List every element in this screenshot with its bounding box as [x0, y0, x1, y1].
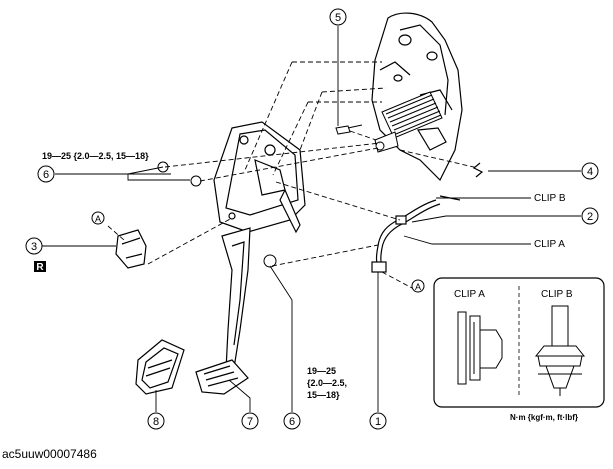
callout-6-lower: 6 [283, 412, 301, 430]
callout-2: 2 [581, 207, 599, 225]
mounting-bolt [335, 124, 363, 135]
clip-b-drawing [534, 305, 586, 396]
r-badge: R [34, 261, 46, 273]
reference-a-upper-text: A [95, 214, 101, 224]
callout-1-number: 1 [375, 416, 381, 428]
clip-detail-inset: CLIP A CLIP B [433, 277, 605, 408]
torque-lower-line3: 15—18} [307, 390, 340, 400]
clutch-switch [115, 229, 147, 269]
callout-7: 7 [241, 412, 259, 430]
callout-4-number: 4 [587, 166, 593, 178]
clip-a-label: CLIP A [534, 239, 565, 250]
reference-a-upper: A [91, 211, 105, 225]
clip-a-drawing [457, 311, 503, 385]
callout-6-lower-number: 6 [289, 416, 295, 428]
reference-a-lower-text: A [415, 282, 421, 292]
torque-lower-line2: {2.0—2.5, [307, 378, 347, 388]
callout-3: 3 [25, 237, 43, 255]
callout-5-number: 5 [335, 12, 341, 24]
pedal-pad [135, 339, 185, 395]
callout-2-number: 2 [587, 211, 593, 223]
firewall-bracket [371, 12, 463, 182]
callout-4: 4 [581, 162, 599, 180]
torque-spec-upper: 19—25 {2.0—2.5, 15—18} [42, 151, 149, 161]
callout-8-number: 8 [153, 416, 159, 428]
callout-5: 5 [329, 8, 347, 26]
reference-a-lower: A [411, 279, 425, 293]
torque-spec-lower: 19—25 {2.0—2.5, 15—18} [307, 366, 347, 400]
image-caption: ac5uuw00007486 [2, 447, 97, 461]
clip-b-label: CLIP B [534, 193, 566, 204]
callout-3-number: 3 [31, 241, 37, 253]
wiring-harness [371, 195, 461, 273]
inset-clip-a-label: CLIP A [454, 289, 485, 300]
callout-7-number: 7 [247, 416, 253, 428]
leader-lines [42, 26, 581, 412]
torque-lower-line1: 19—25 [307, 366, 336, 376]
clutch-pedal [195, 227, 251, 395]
retaining-clip [472, 162, 484, 178]
inset-clip-b-label: CLIP B [541, 289, 573, 300]
assembly-lines [107, 61, 479, 289]
callout-6-upper-number: 6 [43, 169, 49, 181]
callout-8: 8 [147, 412, 165, 430]
callout-1: 1 [369, 412, 387, 430]
pedal-bracket [213, 121, 306, 234]
r-badge-text: R [36, 262, 44, 273]
callout-6-upper: 6 [37, 165, 55, 183]
units-note: N·m {kgf·m, ft·lbf} [510, 413, 578, 422]
